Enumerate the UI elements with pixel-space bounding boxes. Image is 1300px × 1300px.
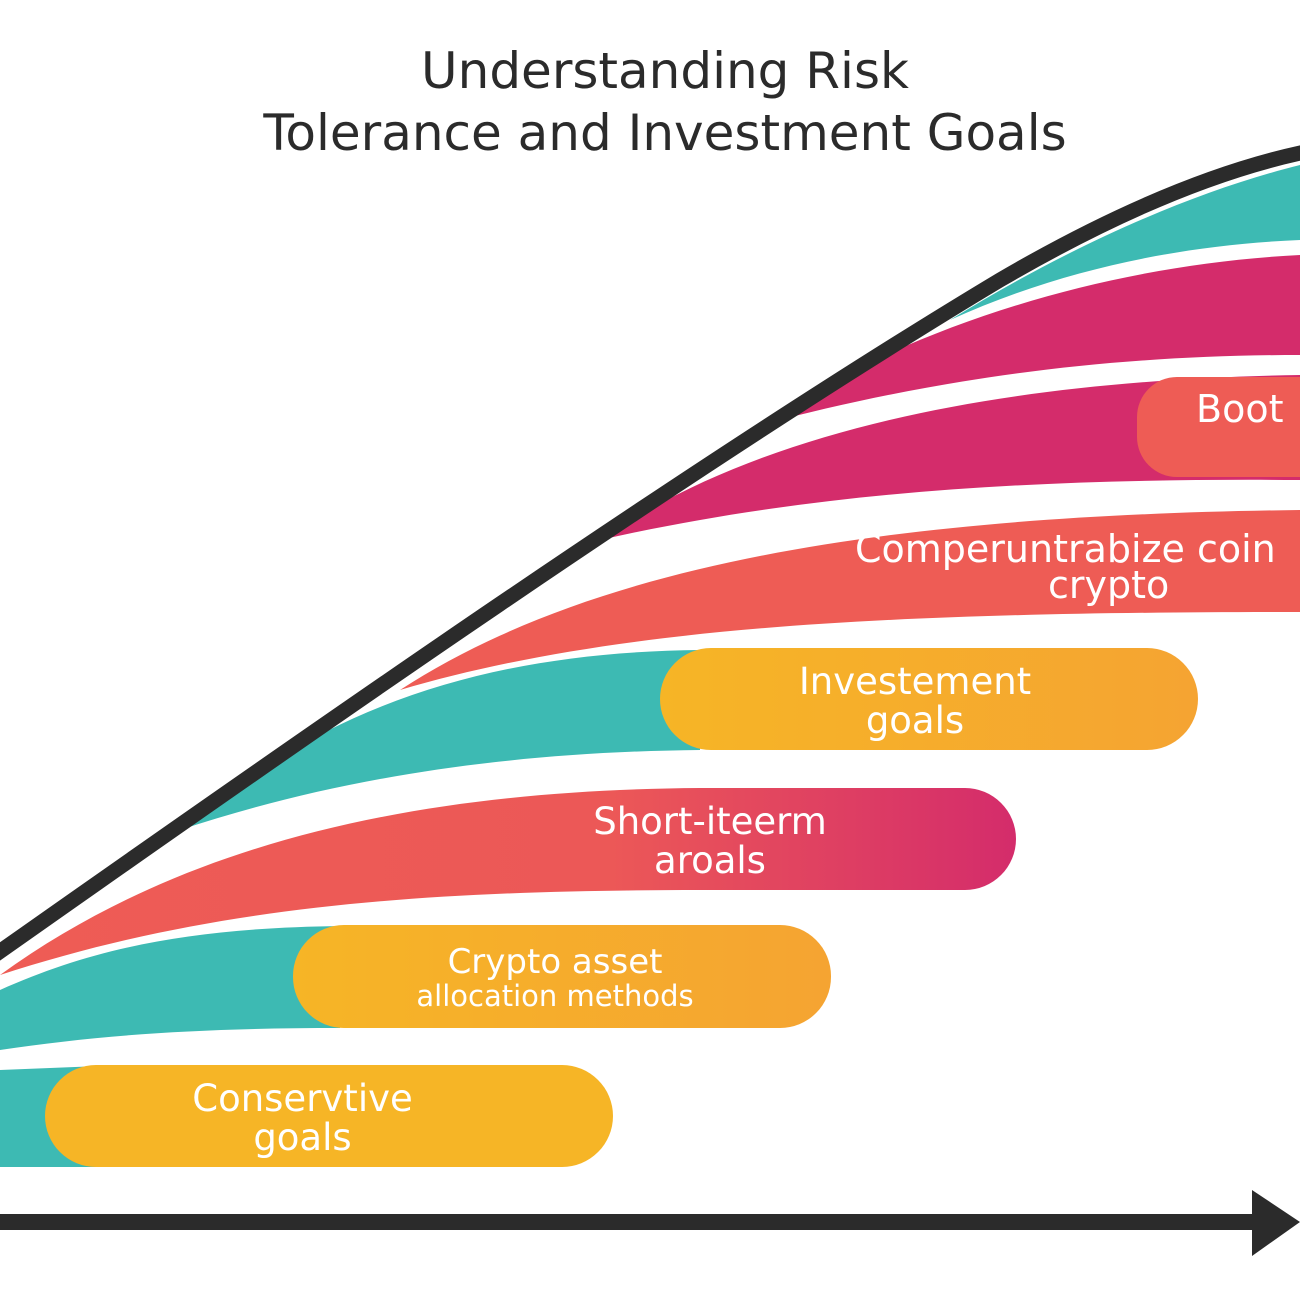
label-conservative-line2: goals	[253, 1115, 352, 1159]
label-investment-line1: Investement	[798, 660, 1032, 703]
title-line-1: Understanding Risk	[421, 42, 909, 100]
label-investment-goals: Investement goals	[660, 660, 1170, 742]
label-comper-line2: crypto	[1048, 563, 1170, 607]
boot-pill	[1137, 377, 1300, 477]
band-magenta-2	[600, 375, 1300, 540]
crypto-asset-pill	[293, 925, 831, 1028]
label-investment-line2: goals	[865, 698, 965, 742]
label-shortterm-line1: Short-iteerm	[593, 800, 827, 843]
risk-curve-line	[0, 145, 1300, 961]
band-teal-investment	[180, 650, 700, 830]
label-comper-line1: Comperuntrabize coin	[855, 527, 1276, 571]
label-shortterm-line2: aroals	[654, 838, 766, 882]
label-conservative: Conservtive goals	[150, 1077, 455, 1159]
band-teal-top	[950, 165, 1300, 320]
label-crypto-asset: Crypto asset allocation methods	[380, 942, 730, 1013]
band-coral	[400, 510, 1300, 690]
band-teal-crypto	[0, 926, 340, 1050]
title-line-2: Tolerance and Investment Goals	[263, 104, 1067, 162]
label-crypto-line2: allocation methods	[416, 978, 694, 1013]
investment-goals-pill	[660, 648, 1198, 750]
band-magenta-1	[760, 255, 1300, 425]
label-short-term: Short-iteerm aroals	[560, 800, 860, 882]
label-boot: Boot	[1196, 387, 1284, 431]
conservative-goals-pill	[45, 1065, 613, 1167]
x-axis-arrowhead-icon	[1252, 1190, 1300, 1256]
band-short-term	[0, 788, 1016, 975]
label-conservative-line1: Conservtive	[192, 1077, 413, 1120]
label-crypto-line1: Crypto asset	[447, 942, 663, 982]
x-axis-line	[0, 1214, 1260, 1230]
